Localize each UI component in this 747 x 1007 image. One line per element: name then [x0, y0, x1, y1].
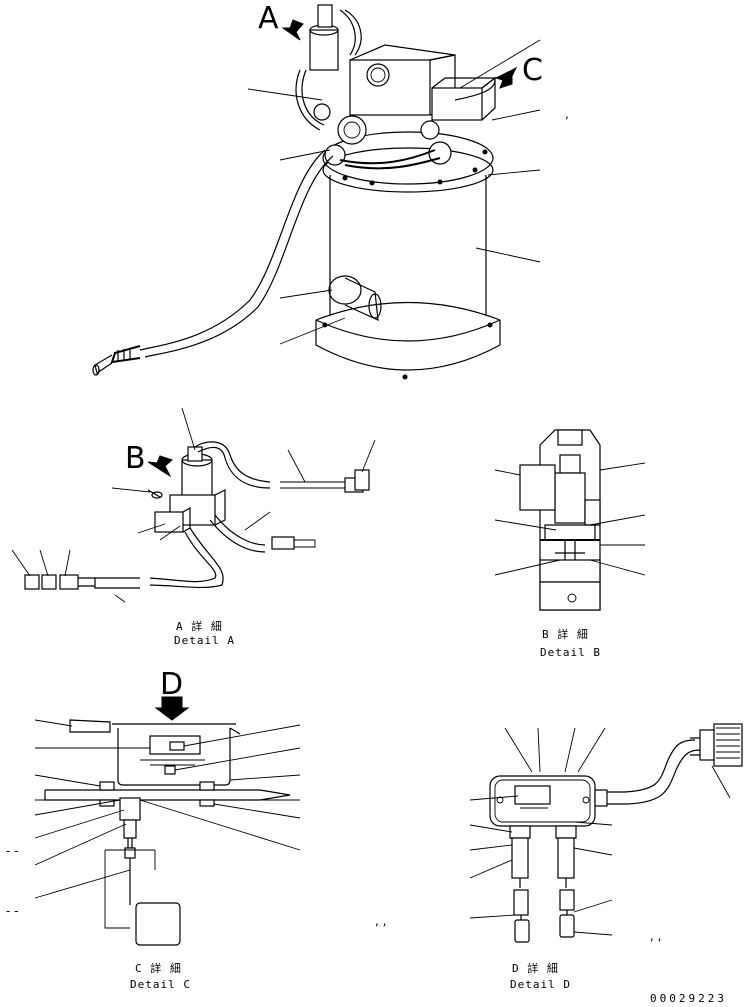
separator-mark: ,	[565, 107, 569, 121]
tank-assembly	[92, 4, 541, 380]
detail-a-drawing	[11, 407, 376, 603]
detail-c-caption-en: Detail C	[130, 978, 191, 991]
view-letter-b: B	[125, 441, 146, 476]
detail-b-caption-jp: B 詳 細	[542, 627, 589, 641]
dash-mark-2: - -	[6, 904, 18, 918]
view-letter-a: A	[258, 1, 279, 36]
detail-a-caption-jp: A 詳 細	[176, 619, 223, 633]
detail-d-caption-en: Detail D	[510, 978, 571, 991]
detail-c-drawing	[34, 696, 301, 946]
separator-mark-c: , ,	[375, 914, 386, 928]
detail-d-caption-jp: D 詳 細	[512, 961, 559, 975]
drawing-code: 00029223	[650, 992, 727, 1005]
dash-mark-1: - -	[6, 844, 18, 858]
detail-a-caption-en: Detail A	[174, 634, 235, 647]
detail-d-drawing	[469, 723, 743, 943]
separator-mark-d: , ,	[650, 929, 661, 943]
view-letter-c: C	[522, 53, 543, 88]
detail-b-caption-en: Detail B	[540, 646, 601, 659]
view-letter-d: D	[160, 667, 183, 702]
detail-b-drawing	[494, 429, 646, 611]
detail-c-caption-jp: C 詳 細	[135, 961, 182, 975]
